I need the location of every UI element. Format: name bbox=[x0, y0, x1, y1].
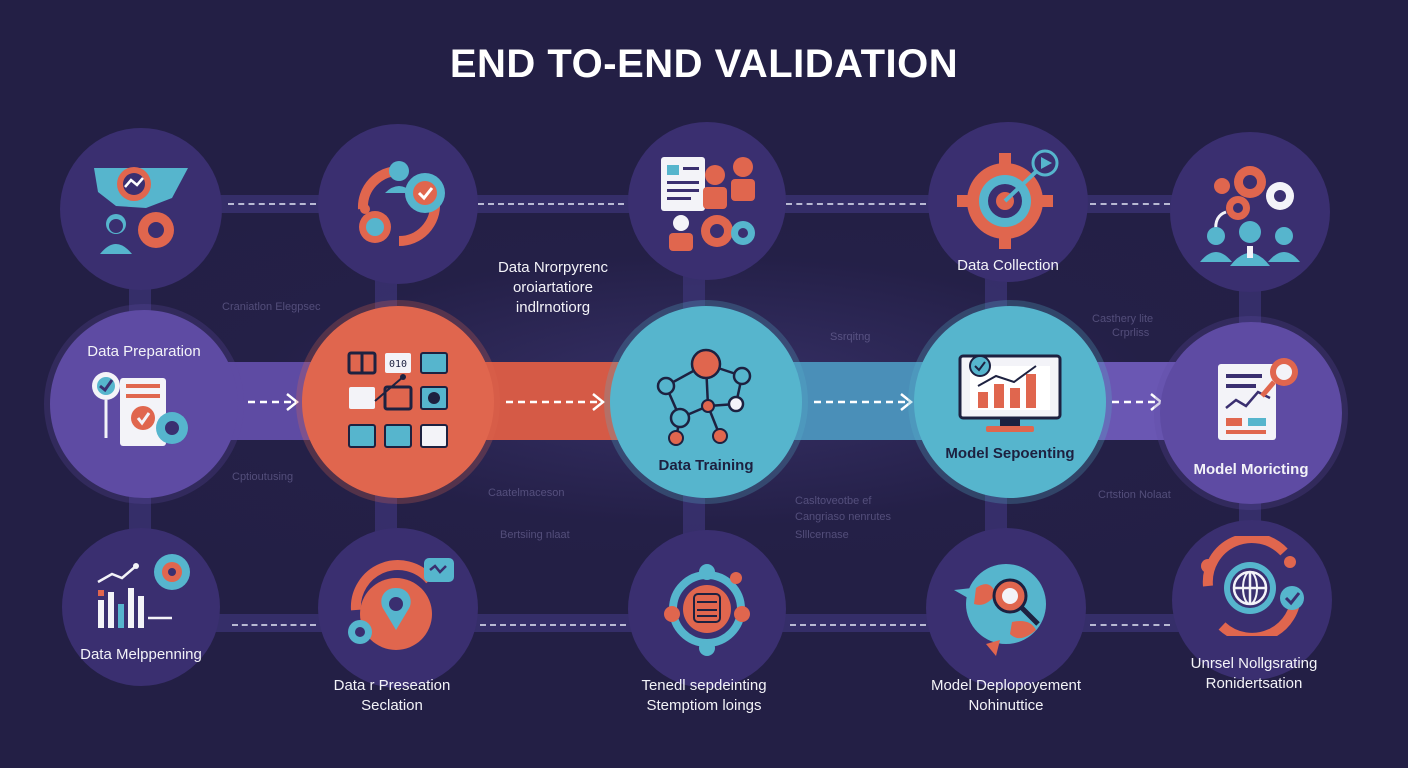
node-label-line: Nohinuttice bbox=[968, 697, 1044, 714]
monitor-chart-icon bbox=[958, 354, 1062, 432]
top-connector-1 bbox=[228, 203, 316, 205]
node-label-line: Data r Preseation bbox=[333, 677, 451, 694]
top-connector-4 bbox=[1090, 203, 1170, 205]
floating-label-line: oroiartatiore bbox=[512, 279, 594, 296]
node-label: Tenedl sepdeinting Stemptiom loings bbox=[614, 676, 794, 716]
ghost-text: Casltoveotbe ef bbox=[795, 495, 872, 507]
globe-search-icon bbox=[954, 564, 1046, 656]
flow-arrow-icon bbox=[1112, 393, 1164, 411]
flow-arrow-icon bbox=[248, 393, 300, 411]
data-analysis-gears-icon bbox=[94, 167, 188, 254]
bottom-connector-3 bbox=[790, 624, 926, 626]
top-node-4 bbox=[928, 122, 1088, 282]
middle-node-1: Data Preparation bbox=[50, 310, 238, 498]
floating-label: Data Collection bbox=[957, 257, 1059, 274]
bottom-node-3 bbox=[628, 530, 786, 688]
ghost-text: Bertsiing nlaat bbox=[500, 529, 570, 541]
middle-node-2: 010 bbox=[302, 306, 494, 498]
flow-bar-teal bbox=[780, 362, 940, 440]
location-chat-icon bbox=[348, 558, 454, 650]
node-label-line: Model Deplopoyement bbox=[930, 677, 1082, 694]
bottom-node-2 bbox=[318, 528, 478, 688]
target-gear-icon bbox=[957, 149, 1059, 249]
node-label-line: Seclation bbox=[361, 697, 423, 714]
middle-node-5: Model Moricting bbox=[1160, 322, 1342, 504]
floating-label-line: Data Nrorpyrenc bbox=[497, 259, 609, 276]
svg-text:010: 010 bbox=[389, 359, 407, 370]
ghost-text: Cangriaso nenrutes bbox=[795, 511, 892, 523]
flow-arrow-icon bbox=[814, 393, 914, 411]
checklist-gear-icon bbox=[92, 372, 188, 446]
ghost-text: Crprliss bbox=[1112, 327, 1150, 339]
node-label: Model Sepoenting bbox=[945, 445, 1075, 462]
report-search-icon bbox=[1218, 358, 1298, 440]
bottom-connector-2 bbox=[480, 624, 626, 626]
top-connector-3 bbox=[786, 203, 926, 205]
ghost-text: Casthery lite bbox=[1092, 313, 1154, 325]
top-node-2 bbox=[318, 124, 478, 284]
ghost-text: Slllcernase bbox=[795, 529, 849, 541]
top-node-5 bbox=[1170, 132, 1330, 292]
bar-chart-gear-icon bbox=[97, 554, 190, 628]
node-label-line: Tenedl sepdeinting bbox=[641, 677, 767, 694]
flow-arrow-icon bbox=[506, 393, 606, 411]
middle-node-4: Model Sepoenting bbox=[914, 306, 1106, 498]
globe-check-icon bbox=[1201, 536, 1304, 636]
bottom-node-1: Data Melppenning bbox=[62, 528, 220, 686]
node-label: Model Deplopoyement Nohinuttice bbox=[906, 676, 1106, 716]
code-blocks-icon: 010 bbox=[347, 351, 448, 448]
node-label: Model Moricting bbox=[1193, 461, 1309, 478]
node-label: Unrsel Nollgsrating Ronidertsation bbox=[1160, 654, 1348, 694]
top-node-1 bbox=[60, 128, 222, 290]
robot-hub-icon bbox=[664, 564, 750, 656]
node-label: Data r Preseation Seclation bbox=[300, 676, 484, 716]
ghost-text: Ssrqitng bbox=[830, 331, 871, 343]
node-label: Data Training bbox=[658, 457, 754, 474]
network-nodes-icon bbox=[656, 348, 752, 446]
bottom-connector-1 bbox=[232, 624, 316, 626]
floating-label: Data Nrorpyrenc oroiartatiore indlrnotio… bbox=[478, 258, 628, 318]
node-label-line: Stemptiom loings bbox=[646, 697, 762, 714]
top-node-3 bbox=[628, 122, 786, 280]
node-label-line: Unrsel Nollgsrating bbox=[1190, 655, 1318, 672]
page-title: END TO-END VALIDATION bbox=[449, 42, 959, 86]
ghost-text: Caatelmaceson bbox=[488, 487, 565, 499]
bottom-node-5 bbox=[1172, 520, 1332, 680]
bottom-node-4 bbox=[926, 528, 1086, 688]
floating-label-line: indlrnotiorg bbox=[515, 299, 591, 316]
document-team-icon bbox=[661, 157, 755, 251]
ghost-text: Crtstion Nolaat bbox=[1098, 489, 1171, 501]
ghost-text: Craniatlon Elegpsec bbox=[222, 301, 321, 313]
team-gears-icon bbox=[1200, 166, 1300, 266]
top-connector-2 bbox=[478, 203, 624, 205]
node-label-line: Ronidertsation bbox=[1205, 675, 1303, 692]
middle-node-3: Data Training bbox=[610, 306, 802, 498]
ghost-text: Cptioutusing bbox=[232, 471, 294, 483]
node-label: Data Melppenning bbox=[80, 646, 202, 663]
workflow-cycle-icon bbox=[357, 161, 445, 247]
bottom-connector-4 bbox=[1090, 624, 1170, 626]
node-label: Data Preparation bbox=[87, 343, 201, 360]
